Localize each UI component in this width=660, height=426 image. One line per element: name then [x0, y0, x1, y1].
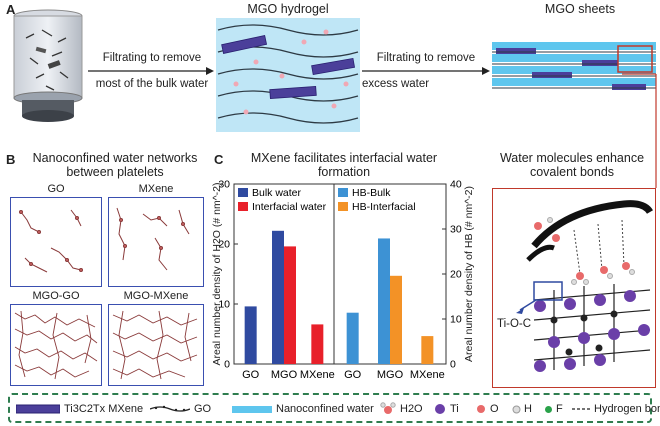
legend-f: F	[556, 403, 563, 415]
left-category-mgo: MGO	[271, 369, 298, 381]
h2o-icon	[380, 402, 396, 414]
right-category-mxene: MXene	[410, 369, 445, 381]
left-bar-mxene-interfacial-water	[311, 324, 324, 364]
right-bar-mxene-hb-interfacial	[421, 336, 434, 364]
arrow1	[88, 67, 214, 75]
left-tick-label: 30	[218, 179, 230, 191]
legend-interfacial-water-swatch	[238, 202, 248, 211]
panel-b-title-2: between platelets	[66, 165, 164, 179]
arrow1-text-bottom: most of the bulk water	[95, 78, 209, 90]
left-bar-go-bulk-water	[244, 306, 257, 364]
left-category-mxene: MXene	[300, 369, 335, 381]
right-category-mgo: MGO	[377, 369, 404, 381]
ti-o-c-label: Ti-O-C	[497, 318, 532, 330]
network-go	[10, 197, 102, 287]
hydrogel-title: MGO hydrogel	[247, 2, 329, 16]
left-tick-label: 0	[224, 359, 230, 371]
legend-bar: Ti3C2Tx MXene GO Nanoconfined water H2O …	[8, 393, 660, 423]
legend-bulk-water-swatch	[238, 188, 248, 197]
right-bar-go-hb-bulk	[346, 312, 359, 364]
left-category-go: GO	[242, 369, 260, 381]
legend-interfacial-water: Interfacial water	[252, 201, 327, 213]
arrow2-text-top: Filtrating to remove	[376, 52, 476, 64]
legend-hb-bulk: HB-Bulk	[352, 187, 391, 199]
h-icon	[512, 405, 521, 414]
network-mxene	[108, 197, 204, 287]
panel-c-title-2: formation	[317, 165, 371, 179]
panel-d-title-2: covalent bonds	[529, 165, 615, 179]
arrow2-text-bottom: excess water	[362, 78, 430, 90]
panel-d-frame	[492, 188, 656, 388]
legend-hb-interfacial-swatch	[338, 202, 348, 211]
panel-d-title-1: Water molecules enhance	[499, 151, 645, 165]
hbond-icon	[572, 408, 590, 410]
legend-hbond: Hydrogen bond	[594, 403, 660, 415]
panel-a-letter: A	[6, 2, 16, 17]
legend-mxene: Ti3C2Tx MXene	[64, 403, 144, 415]
panel-c-title-1: MXene facilitates interfacial water	[250, 151, 438, 165]
left-tick-label: 10	[218, 299, 230, 311]
filtration-beaker	[13, 9, 83, 122]
o-icon	[477, 405, 485, 413]
go-icon	[150, 405, 190, 412]
f-icon	[545, 406, 552, 413]
zoom-connector	[622, 73, 657, 188]
left-tick-label: 20	[218, 239, 230, 251]
right-tick-label: 20	[450, 269, 462, 281]
right-tick-label: 30	[450, 224, 462, 236]
left-bar-mgo-bulk-water	[272, 230, 284, 364]
label-mgo-go: MGO-GO	[32, 290, 80, 302]
mgo-sheets-illustration	[492, 42, 656, 90]
mxene-icon	[16, 404, 60, 414]
legend-go: GO	[194, 403, 212, 415]
network-mgo-mxene	[108, 304, 204, 386]
arrow2	[362, 67, 490, 75]
legend-hb-bulk-swatch	[338, 188, 348, 197]
legend-ti: Ti	[450, 403, 459, 415]
panel-c-letter: C	[214, 152, 224, 167]
y-axis-right-label: Areal number density of HB (# nm^-2)	[463, 186, 475, 362]
right-category-go: GO	[344, 369, 362, 381]
legend-h2o: H2O	[400, 403, 423, 415]
water-icon	[232, 406, 272, 413]
label-mgo-mxene: MGO-MXene	[123, 290, 189, 302]
legend-hb-interfacial: HB-Interfacial	[352, 201, 416, 213]
ti-icon	[435, 404, 445, 414]
network-mgo-go	[10, 304, 102, 386]
right-tick-label: 10	[450, 314, 462, 326]
label-mxene: MXene	[138, 183, 174, 195]
legend-h: H	[524, 403, 532, 415]
right-bar-mgo-hb-bulk	[378, 238, 390, 364]
legend-bulk-water: Bulk water	[252, 187, 302, 199]
right-tick-label: 0	[450, 359, 456, 371]
left-bar-mgo-interfacial-water	[284, 246, 296, 364]
panel-b-letter: B	[6, 152, 16, 167]
right-tick-label: 40	[450, 179, 462, 191]
y-axis-left-label: Areal number density of H2O (# nm^-2)	[212, 183, 223, 366]
mgo-hydrogel-illustration	[216, 18, 360, 132]
legend-water: Nanoconfined water	[276, 403, 374, 415]
molecular-structure	[516, 200, 653, 372]
panel-b-title-1: Nanoconfined water networks	[32, 151, 198, 165]
legend-o: O	[490, 403, 499, 415]
sheets-title: MGO sheets	[544, 2, 616, 16]
label-go: GO	[47, 183, 65, 195]
right-bar-mgo-hb-interfacial	[390, 275, 402, 364]
arrow1-text-top: Filtrating to remove	[102, 52, 202, 64]
